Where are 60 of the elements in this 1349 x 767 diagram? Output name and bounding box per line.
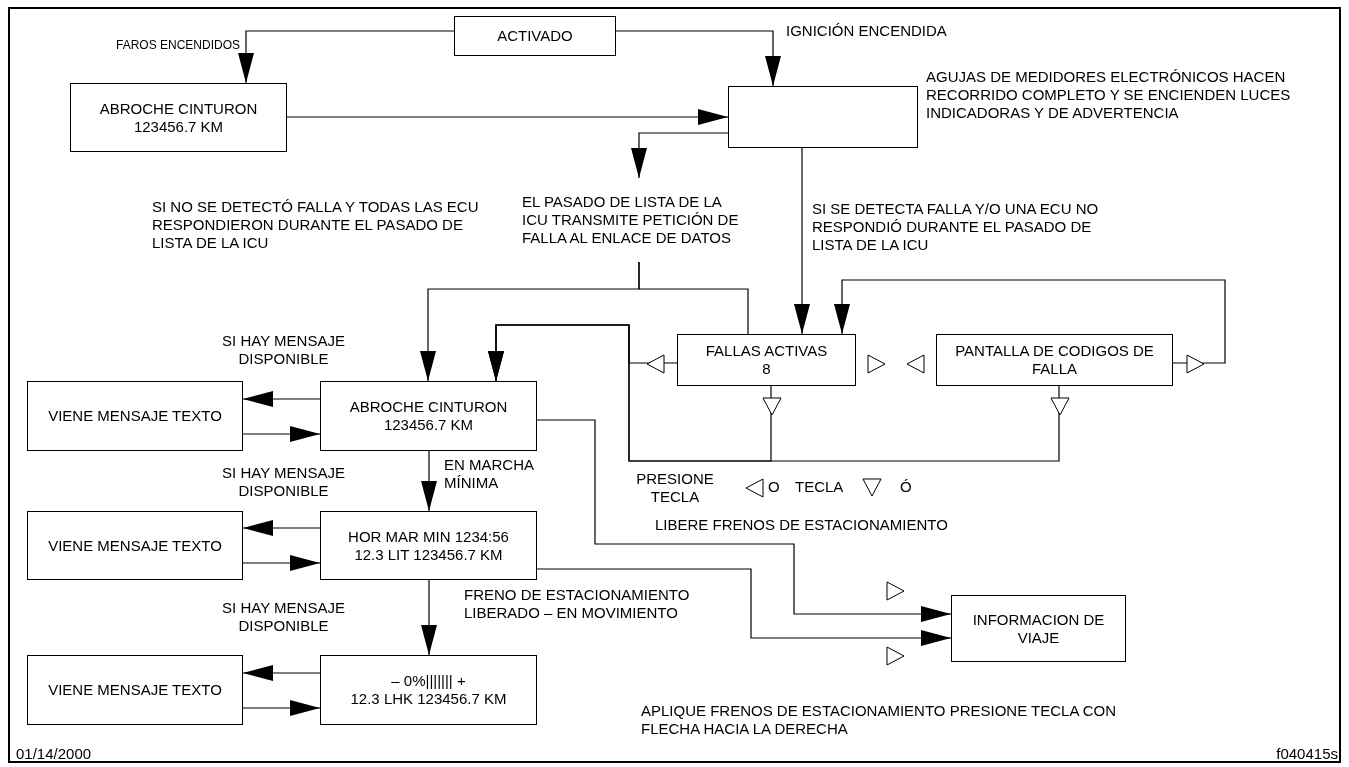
arrow xyxy=(488,324,1060,462)
note-text: LIBERE FRENOS DE ESTACIONAMIENTO xyxy=(655,516,949,534)
display-text: INFORMACION DE VIAJE xyxy=(971,610,1106,647)
arrow xyxy=(421,450,437,512)
display-box xyxy=(454,16,616,56)
arrow xyxy=(536,568,952,646)
empty-box xyxy=(728,86,918,148)
display-box xyxy=(951,595,1126,662)
arrow xyxy=(421,579,437,656)
arrow xyxy=(238,30,455,84)
note-text: AGUJAS DE MEDIDORES ELECTRÓNICOS HACEN RECORRIDO COMPLETO Y SE ENCIENDEN LUCES INDICADORAS Y DE ADVERTENCIA xyxy=(926,68,1292,122)
display-text: – 0%||||||| + xyxy=(390,672,467,690)
display-box xyxy=(320,381,537,451)
arrow xyxy=(242,426,321,442)
display-text: 12.3 LIT 123456.7 KM xyxy=(353,545,504,564)
arrow xyxy=(242,665,321,681)
display-text: 123456.7 KM xyxy=(382,416,475,434)
display-box xyxy=(27,511,243,580)
display-text: PANTALLA DE CODIGOS DE FALLA xyxy=(954,342,1155,378)
display-text: 8 xyxy=(761,360,772,378)
display-text: ACTIVADO xyxy=(496,27,574,45)
arrow xyxy=(631,132,729,179)
display-text: VIENE MENSAJE TEXTO xyxy=(47,407,223,425)
display-text: HOR MAR MIN 1234:56 xyxy=(347,527,510,546)
arrow xyxy=(834,279,1226,364)
arrow xyxy=(242,391,321,407)
note-text: Ó xyxy=(900,478,913,496)
display-text: VIENE MENSAJE TEXTO xyxy=(47,536,223,555)
note-text: PRESIONE TECLA xyxy=(635,470,715,506)
display-text: FALLAS ACTIVAS xyxy=(704,342,829,360)
display-box xyxy=(677,334,856,386)
note-text: SI HAY MENSAJE DISPONIBLE xyxy=(221,464,346,500)
arrow xyxy=(242,555,321,571)
display-text: 123456.7 KM xyxy=(132,117,225,136)
note-text: APLIQUE FRENOS DE ESTACIONAMIENTO PRESIONE TECLA CON FLECHA HACIA LA DERECHA xyxy=(641,702,1118,738)
arrow xyxy=(242,700,321,716)
note-text: SI HAY MENSAJE DISPONIBLE xyxy=(221,599,346,635)
display-text: ABROCHE CINTURON xyxy=(98,99,259,118)
note-text: SI SE DETECTA FALLA Y/O UNA ECU NO RESPONDIÓ DURANTE EL PASADO DE LISTA DE LA ICU xyxy=(812,200,1100,254)
note-text: 01/14/2000 xyxy=(16,745,93,763)
note-text: SI HAY MENSAJE DISPONIBLE xyxy=(221,332,346,368)
display-box xyxy=(27,381,243,451)
display-box xyxy=(936,334,1173,386)
arrow xyxy=(536,419,952,622)
display-text: VIENE MENSAJE TEXTO xyxy=(47,681,223,699)
display-box xyxy=(70,83,287,152)
display-text: 12.3 LHK 123456.7 KM xyxy=(349,690,508,708)
display-box xyxy=(320,511,537,580)
note-text: f040415s xyxy=(1275,745,1338,763)
display-box xyxy=(320,655,537,725)
arrow xyxy=(794,147,810,335)
note-text: SI NO SE DETECTÓ FALLA Y TODAS LAS ECU RESPONDIERON DURANTE EL PASADO DE LISTA DE LA ICU xyxy=(152,198,480,252)
arrow xyxy=(242,520,321,536)
display-text: EL PASADO DE LISTA DE LA ICU TRANSMITE PETICIÓN DE FALLA AL ENLACE DE DATOS xyxy=(522,193,740,247)
note-text: O xyxy=(768,478,781,496)
arrow xyxy=(286,109,729,125)
display-text: ABROCHE CINTURON xyxy=(348,398,509,416)
note-text: TECLA xyxy=(795,478,845,496)
display-box xyxy=(27,655,243,725)
arrow xyxy=(615,30,781,87)
